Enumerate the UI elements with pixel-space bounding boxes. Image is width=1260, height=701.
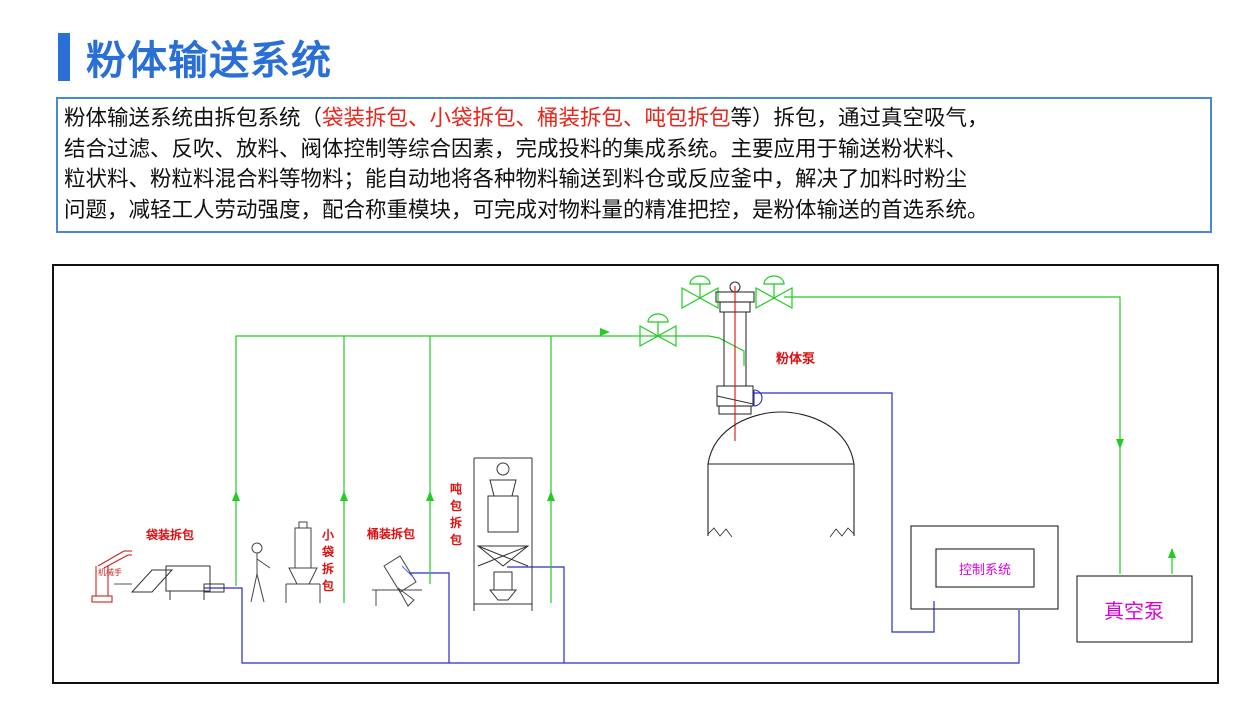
page-title: 粉体输送系统 bbox=[86, 38, 332, 84]
diagram-canvas: 粉体泵 控制系统 真空泵 机械手 袋装拆包 小 袋 拆 包 bbox=[91, 275, 1193, 664]
bag-unpacking-station bbox=[130, 565, 225, 600]
ton-bag-label-2: 包 bbox=[449, 498, 462, 513]
ton-bag-station bbox=[473, 457, 533, 611]
ton-bag-label-1: 吨 bbox=[450, 481, 462, 496]
small-bag-label-4: 包 bbox=[321, 578, 334, 593]
valve-icon bbox=[681, 275, 719, 310]
description-line-1: 粉体输送系统由拆包系统（袋装拆包、小袋拆包、桶装拆包、吨包拆包等）拆包，通过真空… bbox=[64, 104, 1210, 135]
reactor-vessel bbox=[707, 411, 855, 538]
robot-arm bbox=[91, 550, 132, 603]
powder-pump bbox=[715, 281, 755, 441]
description-line-3: 粒状料、粉粒料混合料等物料；能自动地将各种物料输送到料仓或反应釜中，解决了加料时… bbox=[64, 167, 968, 192]
flow-arrows bbox=[232, 328, 1176, 558]
drum-unpacking-station bbox=[372, 555, 422, 607]
vacuum-pump-box bbox=[1076, 575, 1193, 643]
ton-bag-label-4: 包 bbox=[449, 532, 462, 547]
description-line-2: 结合过滤、反吹、放料、阀体控制等综合因素，完成投料的集成系统。主要应用于输送粉状… bbox=[64, 136, 968, 162]
description-line-4: 问题，减轻工人劳动强度，配合称重模块，可完成对物料量的精准把控，是粉体输送的首选… bbox=[64, 197, 989, 223]
title-accent-bar bbox=[58, 33, 70, 81]
highlight-unpacking-types: 袋装拆包、小袋拆包、桶装拆包、吨包拆包 bbox=[322, 106, 731, 131]
valve-icon bbox=[755, 275, 793, 310]
system-diagram: 粉体泵 控制系统 真空泵 机械手 袋装拆包 小 袋 拆 包 bbox=[52, 264, 1219, 684]
small-bag-label-3: 拆 bbox=[322, 561, 334, 576]
description-text: 粉体输送系统由拆包系统（ bbox=[64, 106, 323, 131]
green-pipe-network bbox=[235, 296, 1173, 603]
control-system-panel bbox=[935, 548, 1035, 588]
small-bag-station bbox=[250, 521, 321, 603]
control-system-outer bbox=[910, 525, 1059, 610]
blue-pipe-network bbox=[204, 392, 1020, 664]
pump-label: 粉体泵 bbox=[776, 351, 815, 367]
ton-bag-label-3: 拆 bbox=[450, 515, 462, 530]
sensor-icon bbox=[753, 389, 763, 407]
vacuum-pump-label: 真空泵 bbox=[1104, 599, 1164, 623]
description-text: 等）拆包，通过真空吸气， bbox=[730, 106, 989, 131]
description-box: 粉体输送系统由拆包系统（袋装拆包、小袋拆包、桶装拆包、吨包拆包等）拆包，通过真空… bbox=[56, 97, 1212, 233]
control-system-label: 控制系统 bbox=[959, 563, 1011, 578]
small-bag-label-1: 小 bbox=[322, 527, 334, 542]
drum-unpacking-label: 桶装拆包 bbox=[367, 526, 415, 541]
small-bag-label-2: 袋 bbox=[321, 544, 335, 559]
robot-label: 机械手 bbox=[98, 567, 122, 577]
bag-unpacking-label: 袋装拆包 bbox=[145, 527, 194, 542]
valve-icon bbox=[639, 313, 677, 348]
